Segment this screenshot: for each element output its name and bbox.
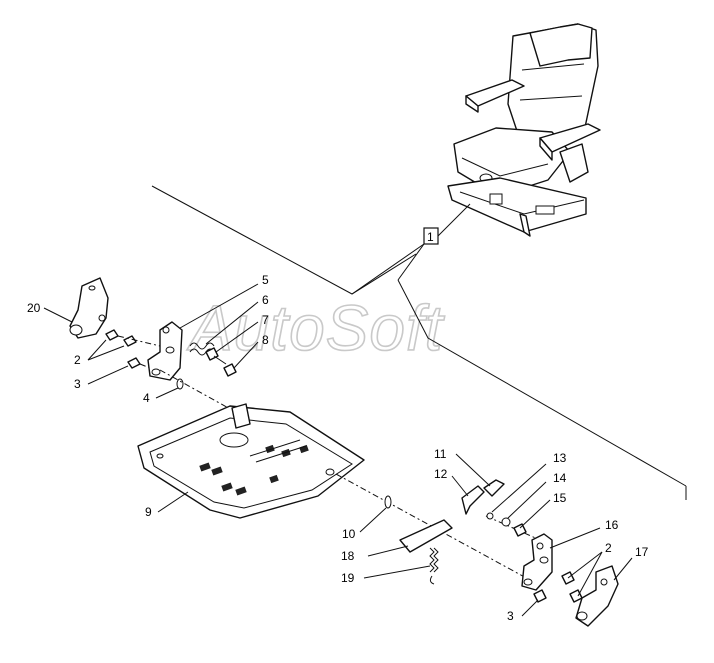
part-2-3-bolts-right bbox=[521, 551, 603, 617]
part-2-3-bolts-left bbox=[87, 329, 161, 385]
part-18-lever bbox=[367, 519, 453, 557]
callout-label-18: 18 bbox=[341, 549, 355, 563]
seat-assembly bbox=[447, 23, 601, 237]
part-6-spring bbox=[189, 301, 259, 356]
part-16-bracket-right bbox=[521, 527, 601, 591]
part-7-8-bolts bbox=[205, 321, 259, 377]
callout-label-3-left: 3 bbox=[74, 377, 81, 391]
callout-label-16: 16 bbox=[605, 518, 619, 532]
part-12-clip bbox=[451, 475, 485, 515]
callout-label-4: 4 bbox=[143, 391, 150, 405]
callout-label-2-left: 2 bbox=[74, 353, 81, 367]
callout-label-20: 20 bbox=[27, 301, 41, 315]
callout-label-17: 17 bbox=[635, 545, 649, 559]
callout-label-3-right: 3 bbox=[507, 609, 514, 623]
callout-label-19: 19 bbox=[341, 571, 355, 585]
callout-label-9: 9 bbox=[145, 505, 152, 519]
callout-label-13: 13 bbox=[553, 451, 567, 465]
part-19-spring bbox=[363, 547, 439, 585]
callout-label-15: 15 bbox=[553, 491, 567, 505]
callout-label-12: 12 bbox=[434, 467, 448, 481]
callout-1: 1 bbox=[351, 203, 471, 295]
part-5-bracket-left bbox=[147, 283, 259, 381]
watermark-text: AutoSoft bbox=[186, 292, 445, 364]
part-17-lever-cover bbox=[575, 557, 633, 627]
callout-label-8: 8 bbox=[262, 333, 269, 347]
part-9-seat-plate bbox=[137, 403, 365, 519]
callout-label-5: 5 bbox=[262, 273, 269, 287]
part-13-14-15 bbox=[486, 463, 551, 537]
part-20-lever-cover bbox=[43, 277, 109, 339]
callout-label-11: 11 bbox=[434, 447, 447, 461]
callout-label-2-right: 2 bbox=[605, 541, 612, 555]
callout-labels: 20 2 3 4 5 6 7 8 9 10 11 12 13 14 15 16 … bbox=[27, 273, 649, 623]
part-11-knob bbox=[455, 453, 505, 497]
callout-label-14: 14 bbox=[553, 471, 567, 485]
part-10-ring bbox=[359, 495, 392, 533]
callout-label-6: 6 bbox=[262, 293, 269, 307]
dash-axis-right bbox=[335, 473, 541, 581]
callout-label-10: 10 bbox=[342, 527, 356, 541]
callout-label-7: 7 bbox=[262, 313, 269, 327]
callout-label-1: 1 bbox=[427, 230, 434, 244]
